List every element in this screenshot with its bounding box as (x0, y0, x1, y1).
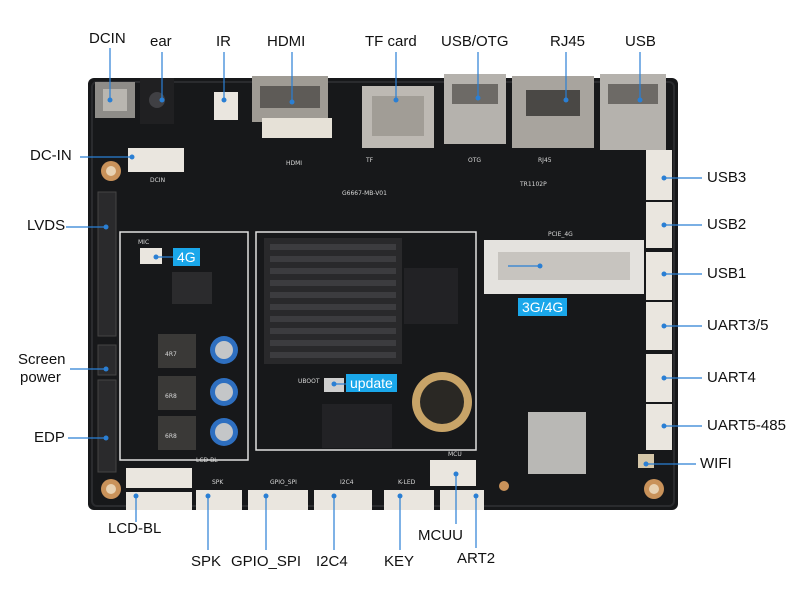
heatsink-fins (270, 244, 396, 358)
flash-chip (322, 404, 392, 448)
silk-uboot: UBOOT (298, 378, 320, 385)
mounting-holes (101, 92, 664, 499)
inductor-label-2: 6R8 (165, 393, 177, 400)
silk-kled: K-LED (398, 479, 416, 486)
silk-tf: TF (365, 157, 374, 164)
silk-rj45: RJ45 (538, 157, 552, 164)
callout-uart35: UART3/5 (707, 317, 769, 334)
callout-ear: ear (150, 33, 172, 50)
callout-edp: EDP (34, 429, 65, 446)
callout-hdmi: HDMI (267, 33, 306, 50)
dcin-header (128, 148, 184, 172)
callout-tf-card: TF card (365, 33, 417, 50)
callout-lcd-bl: LCD-BL (108, 520, 162, 537)
inductor-label-1: 4R7 (165, 351, 177, 358)
callout-usb-otg: USB/OTG (441, 33, 509, 50)
callout-usb2: USB2 (707, 216, 747, 233)
callout-lines (66, 48, 702, 550)
callout-i2c4: I2C4 (316, 553, 348, 570)
callout-dc-in: DC-IN (30, 147, 72, 164)
inductor-label-3: 6R8 (165, 433, 177, 440)
screen-power-header (97, 344, 117, 376)
power-section (119, 231, 249, 461)
silk-i2c4: I2C4 (340, 479, 354, 486)
callout-art2: ART2 (457, 550, 496, 567)
callout-ir: IR (216, 33, 231, 50)
lvds-header (97, 191, 117, 337)
right-connectors (646, 150, 672, 450)
edp-header (97, 379, 117, 473)
tag-4g: 4G (173, 248, 200, 266)
tag-3g4g: 3G/4G (518, 298, 568, 316)
callout-dcin: DCIN (89, 30, 126, 47)
silk-dcin: DCIN (150, 177, 165, 184)
callout-usb1: USB1 (707, 265, 747, 282)
memory-chip (404, 268, 458, 324)
power-ic (172, 272, 212, 304)
silk-mic: MIC (138, 239, 149, 246)
silk-hdmi: HDMI (286, 160, 302, 167)
bottom-connectors (126, 460, 484, 510)
silk-board-name: G6667-MB-V01 (342, 190, 387, 197)
ir-connector (214, 92, 238, 120)
silk-pcie: PCIE_4G (548, 231, 573, 238)
callout-uart5-485: UART5-485 (707, 417, 786, 434)
capacitors (210, 336, 238, 446)
silk-otg: OTG (468, 157, 481, 164)
inductors (158, 334, 196, 450)
tag-update: update (346, 374, 397, 392)
cpu-section (255, 231, 477, 451)
callout-wifi: WIFI (700, 455, 732, 472)
callout-mcuu: MCUU (418, 527, 463, 544)
callout-screen-power-line1: Screen (18, 351, 66, 368)
silk-spk: SPK (212, 479, 224, 486)
callout-screen-power-line2: power (20, 369, 61, 386)
callout-key: KEY (384, 553, 415, 570)
mic-connector (140, 248, 162, 264)
callout-spk: SPK (191, 553, 222, 570)
callout-lvds: LVDS (27, 217, 66, 234)
callout-dots (103, 95, 667, 499)
silk-gpio: GPIO_SPI (270, 479, 297, 486)
silk-lcdbl: LCD-BL (196, 457, 218, 464)
silk-mcu: MCU (448, 451, 462, 458)
callout-uart4: UART4 (707, 369, 756, 386)
pcb-edge (91, 81, 675, 507)
callout-usb3: USB3 (707, 169, 747, 186)
callout-gpio-spi: GPIO_SPI (231, 553, 302, 570)
copper-pad (499, 481, 509, 491)
silk-ic-rj45: TR1102P (519, 181, 547, 188)
callout-rj45: RJ45 (550, 33, 586, 50)
wifi-module (528, 412, 586, 474)
callout-usb: USB (625, 33, 656, 50)
